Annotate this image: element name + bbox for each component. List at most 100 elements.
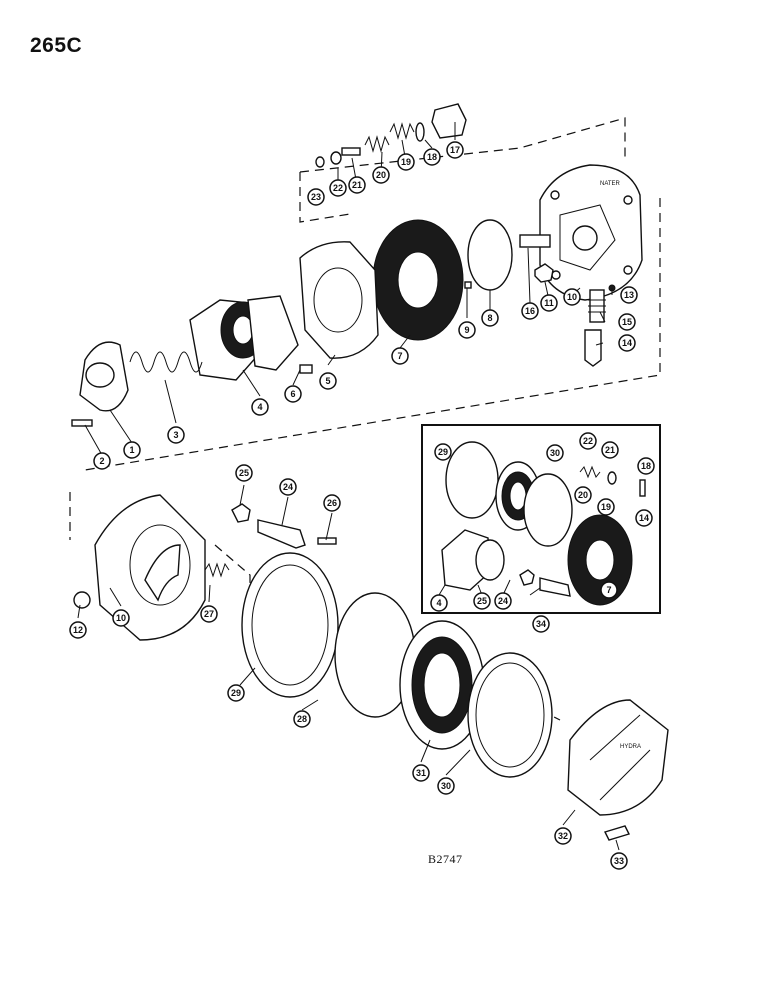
- inset-callout-19: 19: [597, 498, 615, 516]
- svg-text:15: 15: [622, 317, 632, 327]
- lever-parts: [231, 503, 337, 549]
- callout-10-bottom: 10: [112, 609, 130, 627]
- lower-gasket-stack: [241, 552, 553, 778]
- svg-text:9: 9: [464, 325, 469, 335]
- svg-text:24: 24: [498, 596, 508, 606]
- callout-34: 34: [532, 615, 550, 633]
- svg-text:1: 1: [129, 445, 134, 455]
- inset-callout-20: 20: [574, 486, 592, 504]
- relief-valve-parts: [315, 103, 616, 367]
- inset-callout-25: 25: [473, 592, 491, 610]
- inset-callout-7: 7: [600, 581, 618, 599]
- svg-text:33: 33: [614, 856, 624, 866]
- callout-19: 19: [397, 153, 415, 171]
- svg-text:13: 13: [624, 290, 634, 300]
- svg-text:6: 6: [290, 389, 295, 399]
- seal-plate-parts: [372, 219, 513, 341]
- callout-27: 27: [200, 605, 218, 623]
- svg-text:2: 2: [99, 456, 104, 466]
- svg-text:11: 11: [544, 298, 554, 308]
- svg-text:18: 18: [641, 461, 651, 471]
- svg-text:19: 19: [401, 157, 411, 167]
- svg-text:18: 18: [427, 152, 437, 162]
- page-title: 265C: [30, 34, 83, 57]
- callout-21: 21: [348, 176, 366, 194]
- svg-text:21: 21: [352, 180, 362, 190]
- svg-text:29: 29: [231, 688, 241, 698]
- inset-callout-24: 24: [494, 592, 512, 610]
- svg-text:20: 20: [578, 490, 588, 500]
- callout-24: 24: [279, 478, 297, 496]
- svg-text:26: 26: [327, 498, 337, 508]
- inset-callout-22: 22: [579, 432, 597, 450]
- callout-33: 33: [610, 852, 628, 870]
- svg-text:21: 21: [605, 445, 615, 455]
- inset-callout-14: 14: [635, 509, 653, 527]
- callout-23: 23: [307, 188, 325, 206]
- svg-text:3: 3: [173, 430, 178, 440]
- svg-text:7: 7: [397, 351, 402, 361]
- callout-31: 31: [412, 764, 430, 782]
- svg-text:16: 16: [525, 306, 535, 316]
- svg-text:14: 14: [622, 338, 632, 348]
- callout-8: 8: [481, 309, 499, 327]
- svg-text:29: 29: [438, 447, 448, 457]
- svg-text:28: 28: [297, 714, 307, 724]
- callout-15: 15: [618, 313, 636, 331]
- callout-7: 7: [391, 347, 409, 365]
- diaphragm-assembly-part: [189, 295, 299, 381]
- callout-leaders: [77, 122, 620, 851]
- callout-18: 18: [423, 148, 441, 166]
- callout-1: 1: [123, 441, 141, 459]
- svg-text:8: 8: [487, 313, 492, 323]
- svg-text:30: 30: [441, 781, 451, 791]
- callout-9: 9: [458, 321, 476, 339]
- callout-14: 14: [618, 334, 636, 352]
- svg-text:4: 4: [436, 598, 441, 608]
- callout-25: 25: [235, 464, 253, 482]
- end-cover-part: HYDRA: [567, 699, 669, 841]
- end-cover-stamp: HYDRA: [620, 744, 641, 750]
- housing-5-part: [299, 241, 379, 374]
- drawing-code: B2747: [428, 852, 463, 866]
- callout-2: 2: [93, 452, 111, 470]
- pump-housing-part: NATER: [519, 164, 643, 301]
- svg-text:24: 24: [283, 482, 293, 492]
- callout-28: 28: [293, 710, 311, 728]
- service-kit-inset: [421, 424, 661, 614]
- callout-4: 4: [251, 398, 269, 416]
- svg-text:22: 22: [333, 183, 343, 193]
- callout-3: 3: [167, 426, 185, 444]
- callout-12: 12: [69, 621, 87, 639]
- svg-text:10: 10: [567, 292, 577, 302]
- svg-text:31: 31: [416, 768, 426, 778]
- callout-20: 20: [372, 166, 390, 184]
- callout-5: 5: [319, 372, 337, 390]
- svg-text:34: 34: [536, 619, 546, 629]
- svg-text:19: 19: [601, 502, 611, 512]
- inset-callout-29: 29: [434, 443, 452, 461]
- inset-callout-21: 21: [601, 441, 619, 459]
- spring-and-cap-parts: [71, 341, 203, 427]
- svg-text:32: 32: [558, 831, 568, 841]
- callout-17: 17: [446, 141, 464, 159]
- callout-22: 22: [329, 179, 347, 197]
- svg-text:30: 30: [550, 448, 560, 458]
- svg-text:22: 22: [583, 436, 593, 446]
- svg-text:7: 7: [606, 585, 611, 595]
- svg-text:27: 27: [204, 609, 214, 619]
- inset-callout-4: 4: [430, 594, 448, 612]
- callout-10-top: 10: [563, 288, 581, 306]
- svg-text:4: 4: [257, 402, 262, 412]
- svg-text:20: 20: [376, 170, 386, 180]
- callout-32: 32: [554, 827, 572, 845]
- callout-11: 11: [540, 294, 558, 312]
- callout-16: 16: [521, 302, 539, 320]
- callout-29: 29: [227, 684, 245, 702]
- callout-6: 6: [284, 385, 302, 403]
- inset-callout-18: 18: [637, 457, 655, 475]
- cover-stamp: NATER: [600, 181, 621, 187]
- svg-text:23: 23: [311, 192, 321, 202]
- svg-text:14: 14: [639, 513, 649, 523]
